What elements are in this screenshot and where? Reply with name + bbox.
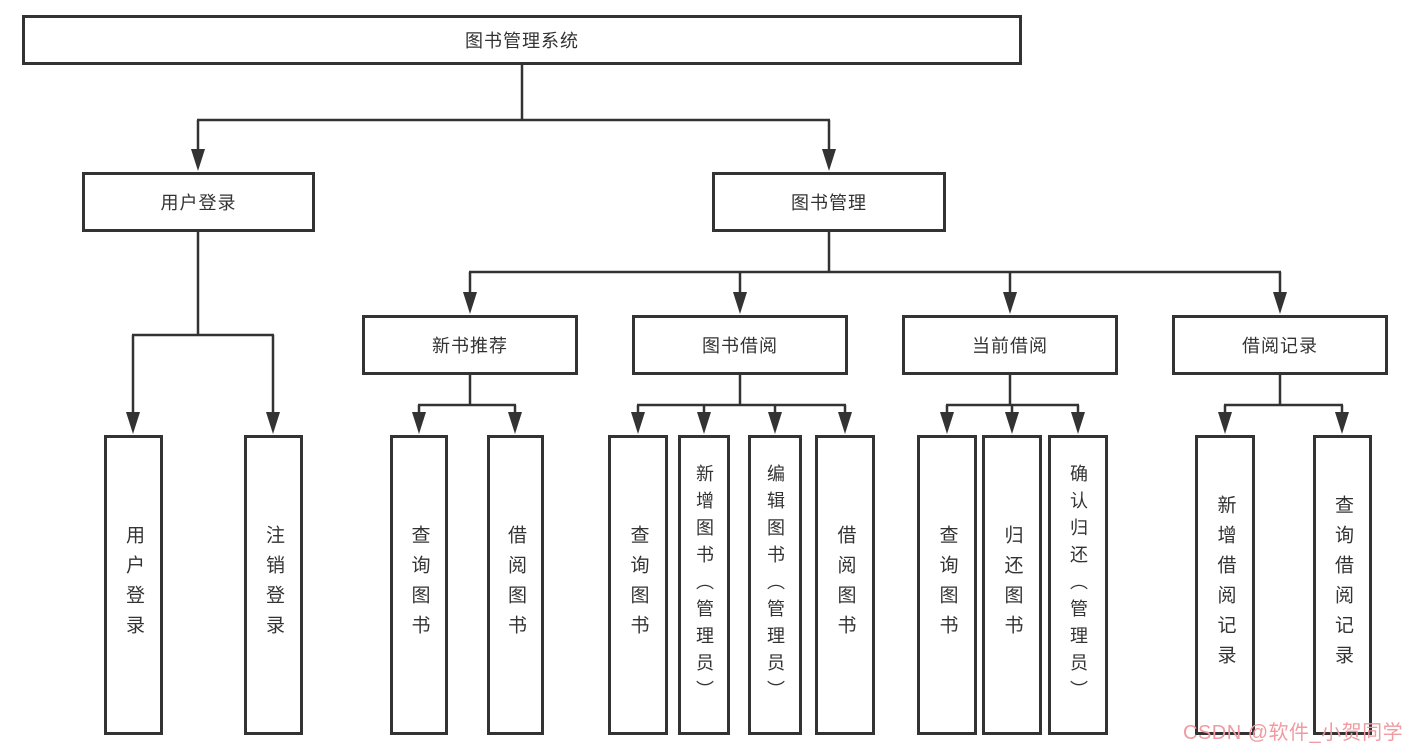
node-user-login: 用户登录	[82, 172, 315, 232]
leaf-add-borrow-record: 新增借阅记录	[1195, 435, 1255, 735]
leaf-query-books-recommend: 查询图书	[390, 435, 448, 735]
leaf-borrow-books: 借阅图书	[815, 435, 875, 735]
node-new-book-recommend: 新书推荐	[362, 315, 578, 375]
leaf-logout: 注销登录	[244, 435, 303, 735]
leaf-add-books-admin: 新增图书（管理员）	[678, 435, 730, 735]
node-root: 图书管理系统	[22, 15, 1022, 65]
node-current-borrow: 当前借阅	[902, 315, 1118, 375]
leaf-query-books-borrow: 查询图书	[608, 435, 668, 735]
leaf-edit-books-admin: 编辑图书（管理员）	[748, 435, 802, 735]
watermark: CSDN @软件_小贺同学	[1183, 722, 1404, 744]
leaf-borrow-books-recommend: 借阅图书	[487, 435, 544, 735]
leaf-confirm-return-admin: 确认归还（管理员）	[1048, 435, 1108, 735]
node-book-management: 图书管理	[712, 172, 946, 232]
leaf-query-books-current: 查询图书	[917, 435, 977, 735]
leaf-return-books: 归还图书	[982, 435, 1042, 735]
leaf-user-login: 用户登录	[104, 435, 163, 735]
node-book-borrow: 图书借阅	[632, 315, 848, 375]
node-borrow-record: 借阅记录	[1172, 315, 1388, 375]
leaf-query-borrow-record: 查询借阅记录	[1313, 435, 1372, 735]
